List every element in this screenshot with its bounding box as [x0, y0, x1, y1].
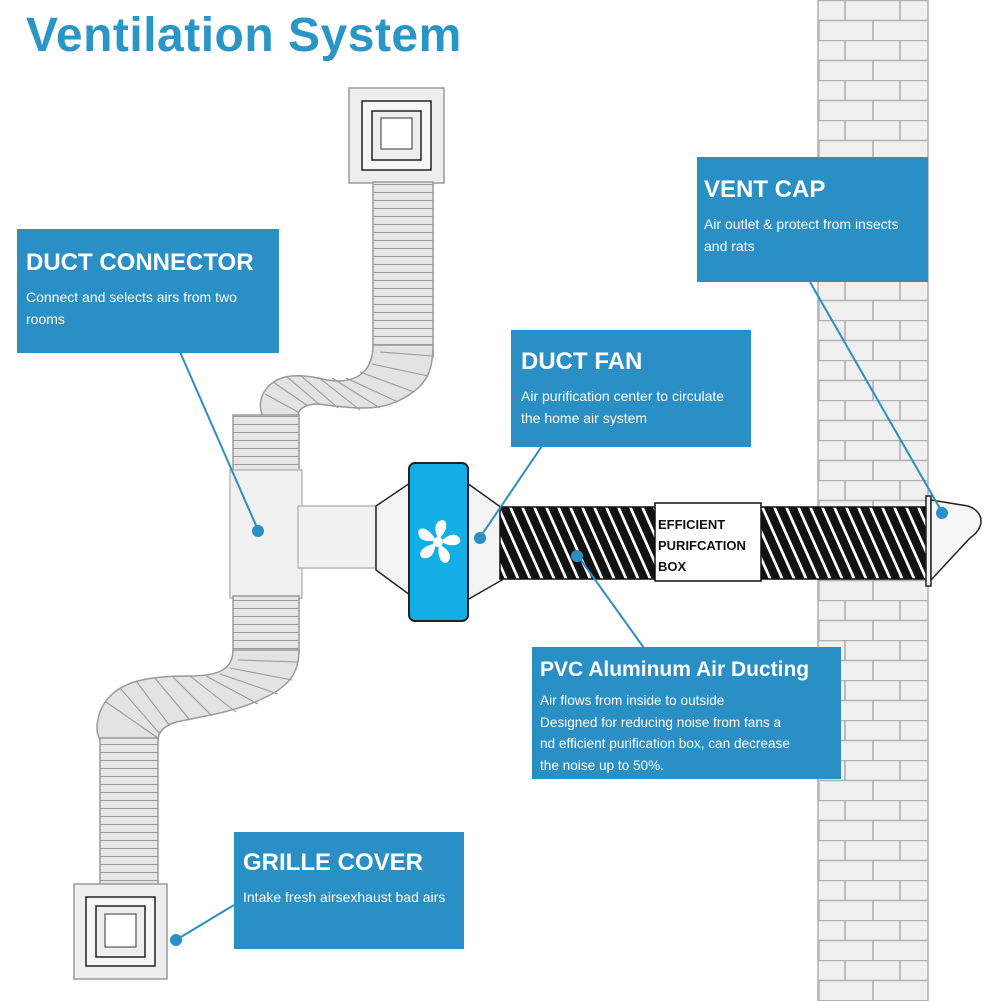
- top-grille: [348, 87, 445, 184]
- upper-vertical-duct: [372, 181, 434, 358]
- callout-duct-connector: DUCT CONNECTOR Connect and selects airs …: [17, 229, 279, 353]
- callout-heading: DUCT CONNECTOR: [26, 249, 254, 276]
- brick-wall: [817, 0, 929, 1001]
- callout-line: Air flows from inside to outside: [540, 693, 725, 708]
- callout-heading: PVC Aluminum Air Ducting: [540, 658, 810, 681]
- box-label-line: EFFICIENT: [658, 517, 726, 532]
- callout-vent-cap: VENT CAP Air outlet & protect from insec…: [697, 157, 928, 282]
- grille-icon: [73, 883, 168, 980]
- callout-heading: GRILLE COVER: [243, 849, 424, 876]
- purification-box: [654, 502, 762, 582]
- callout-line: Designed for reducing noise from fans a: [540, 714, 782, 730]
- callout-air-ducting: PVC Aluminum Air Ducting Air flows from …: [532, 647, 841, 779]
- upper-bend-duct: [259, 344, 434, 421]
- fan-icon: [418, 520, 461, 563]
- callout-duct-fan: DUCT FAN Air purification center to circ…: [511, 330, 751, 447]
- callout-body: Air purification center to circulate the…: [521, 388, 725, 426]
- vent-cap: [925, 495, 982, 587]
- upper-bend-ribs: [264, 351, 434, 413]
- box-label-line: PURIFCATION: [658, 538, 746, 553]
- lower-bend-ribs: [105, 659, 299, 739]
- callout-body: Air flows from inside to outside Designe…: [540, 690, 835, 776]
- callout-body: Connect and selects airs from two rooms: [26, 289, 237, 327]
- fan-inlet-cone: [375, 481, 411, 597]
- page-title: Ventilation System: [26, 9, 462, 62]
- callout-body: Intake fresh airsexhaust bad airs: [243, 889, 446, 905]
- leader-dots: [170, 507, 948, 946]
- callout-body: Air outlet & protect from insects and ra…: [704, 216, 899, 254]
- lower-vertical-duct: [99, 737, 159, 887]
- lower-bend-duct: [96, 649, 300, 741]
- box-label-line: BOX: [658, 559, 687, 574]
- callout-line: the noise up to 50%.: [540, 757, 664, 773]
- callout-line: nd efficient purification box, can decre…: [540, 736, 790, 751]
- callout-heading: VENT CAP: [704, 176, 826, 203]
- leader-lines: [175, 281, 943, 941]
- duct-connector-tee: [229, 469, 377, 599]
- callout-grille-cover: GRILLE COVER Intake fresh airsexhaust ba…: [234, 832, 464, 949]
- callout-heading: DUCT FAN: [521, 348, 643, 375]
- purification-box-label: EFFICIENT PURIFCATION BOX: [655, 503, 761, 581]
